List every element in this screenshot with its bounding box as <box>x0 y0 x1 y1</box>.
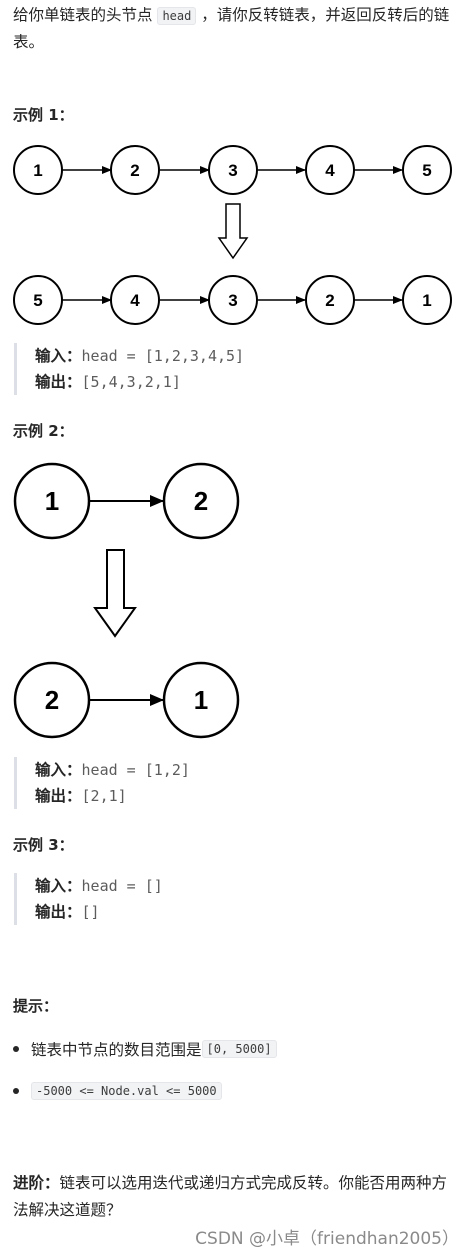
down-arrow-icon <box>217 203 249 260</box>
output-label: 输出： <box>35 903 82 921</box>
ex2-after-list: 2 1 <box>13 661 240 739</box>
node-value: 4 <box>130 291 140 310</box>
advance-text: 链表可以选用迭代或递归方式完成反转。你能否用两种方法解决这道题？ <box>13 1174 448 1219</box>
list-node <box>162 661 240 739</box>
input-value: head = [] <box>81 877 163 895</box>
node-value: 1 <box>33 161 42 180</box>
node-value: 2 <box>325 291 334 310</box>
example-1-diagram: 1 2 3 4 5 5 4 3 2 1 <box>13 145 452 325</box>
hint-text: 链表中节点的数目范围是 <box>31 1041 202 1059</box>
list-node <box>13 661 91 739</box>
hints-title: 提示： <box>13 997 59 1015</box>
node-value: 1 <box>422 291 431 310</box>
node-value: 1 <box>45 486 59 516</box>
csdn-watermark: CSDN @小卓（friendhan2005） <box>195 1229 459 1249</box>
hint-code: [0, 5000] <box>201 1040 277 1058</box>
node-value: 2 <box>45 685 59 715</box>
hint-item: -5000 <= Node.val <= 5000 <box>13 1082 222 1100</box>
output-value: [2,1] <box>81 787 127 805</box>
node-value: 1 <box>194 685 208 715</box>
list-node <box>13 275 63 325</box>
node-value: 2 <box>130 161 139 180</box>
example-3-title: 示例 3： <box>13 836 74 854</box>
down-arrow-icon <box>93 549 137 638</box>
example-2-diagram: 1 2 2 1 <box>13 462 240 739</box>
ex2-before-list: 1 2 <box>13 462 240 540</box>
example-3-io: 输入：head = [] 输出：[] <box>14 873 163 925</box>
output-value: [] <box>81 903 100 921</box>
list-node <box>110 275 160 325</box>
list-node <box>208 275 258 325</box>
intro-text-after: ，请你反转链表，并返回反转后的链表。 <box>13 6 450 51</box>
output-value: [5,4,3,2,1] <box>81 373 181 391</box>
list-node <box>208 145 258 195</box>
input-label: 输入： <box>35 761 82 779</box>
example-1-io: 输入：head = [1,2,3,4,5] 输出：[5,4,3,2,1] <box>14 343 244 395</box>
example-1-title: 示例 1： <box>13 106 74 124</box>
head-code: head <box>157 7 197 25</box>
list-node <box>305 275 355 325</box>
hint-code: -5000 <= Node.val <= 5000 <box>31 1082 222 1100</box>
advanced-note: 进阶：链表可以选用迭代或递归方式完成反转。你能否用两种方法解决这道题？ <box>13 1170 458 1224</box>
node-value: 3 <box>228 161 237 180</box>
list-node <box>402 145 452 195</box>
output-label: 输出： <box>35 787 82 805</box>
advance-label: 进阶： <box>13 1174 60 1192</box>
list-node <box>305 145 355 195</box>
ex1-before-list: 1 2 3 4 5 <box>13 145 452 195</box>
ex1-after-list: 5 4 3 2 1 <box>13 275 452 325</box>
output-label: 输出： <box>35 373 82 391</box>
input-label: 输入： <box>35 347 82 365</box>
example-2-title: 示例 2： <box>13 422 74 440</box>
intro-text-before: 给你单链表的头节点 <box>13 6 158 24</box>
input-value: head = [1,2] <box>81 761 190 779</box>
example-2-io: 输入：head = [1,2] 输出：[2,1] <box>14 757 190 809</box>
node-value: 3 <box>228 291 237 310</box>
bullet-icon <box>13 1088 19 1094</box>
problem-description: 给你单链表的头节点 head ，请你反转链表，并返回反转后的链表。 <box>13 2 458 55</box>
node-value: 5 <box>422 161 431 180</box>
node-value: 4 <box>325 161 335 180</box>
node-value: 5 <box>33 291 42 310</box>
node-value: 2 <box>194 486 208 516</box>
hint-item: 链表中节点的数目范围是 [0, 5000] <box>13 1038 277 1060</box>
list-node <box>13 462 91 540</box>
list-node <box>402 275 452 325</box>
list-node <box>110 145 160 195</box>
bullet-icon <box>13 1046 19 1052</box>
hints-list: 链表中节点的数目范围是 [0, 5000] -5000 <= Node.val … <box>13 1038 458 1118</box>
input-label: 输入： <box>35 877 82 895</box>
list-node <box>13 145 63 195</box>
list-node <box>162 462 240 540</box>
input-value: head = [1,2,3,4,5] <box>81 347 245 365</box>
